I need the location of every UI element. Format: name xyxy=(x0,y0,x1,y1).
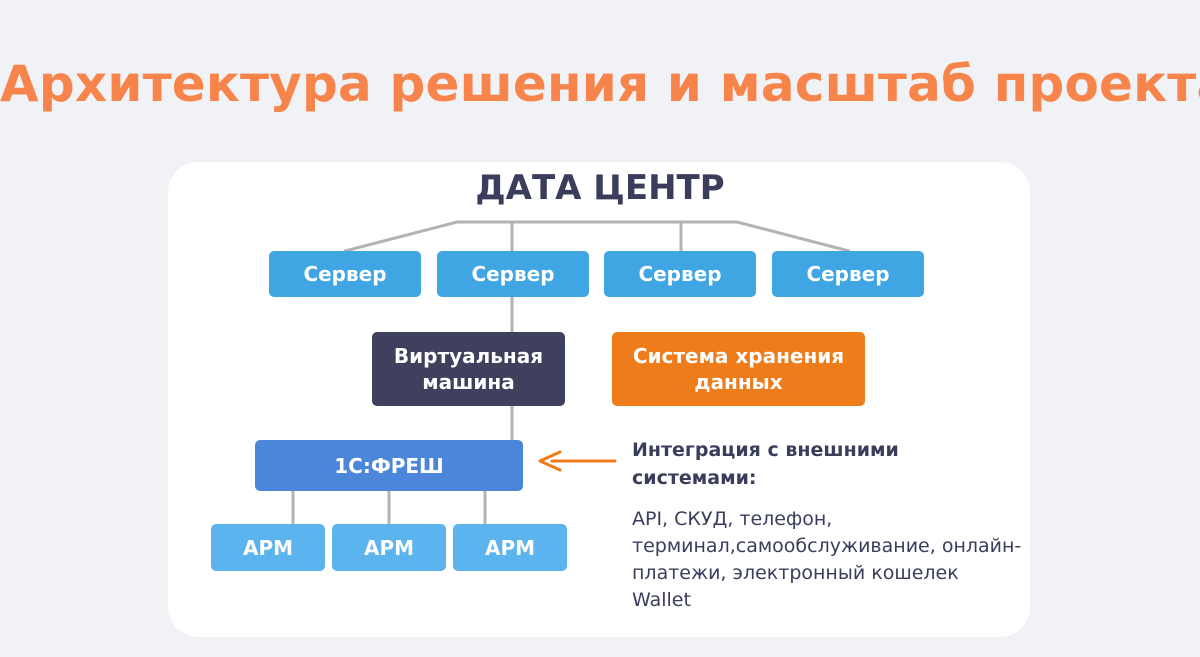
datacenter-label: ДАТА ЦЕНТР xyxy=(475,168,725,208)
datacenter-connector xyxy=(343,220,851,253)
arm-node-3: АРМ xyxy=(453,524,567,571)
server-node-1: Сервер xyxy=(269,251,421,297)
server-node-4: Сервер xyxy=(772,251,924,297)
storage-system-node: Система хранения данных xyxy=(612,332,865,406)
server-node-3: Сервер xyxy=(604,251,756,297)
integration-arrow-icon xyxy=(538,450,617,472)
arm-node-1: АРМ xyxy=(211,524,325,571)
page-title: Архитектура решения и масштаб проекта xyxy=(0,55,1200,113)
server-node-2: Сервер xyxy=(437,251,589,297)
1c-fresh-node: 1С:ФРЕШ xyxy=(255,440,523,491)
integration-heading: Интеграция с внешними системами: xyxy=(632,439,899,489)
virtual-machine-node: Виртуальная машина xyxy=(372,332,565,406)
arm-node-2: АРМ xyxy=(332,524,446,571)
integration-details: API, СКУД, телефон, терминал,самообслужи… xyxy=(632,508,1022,611)
